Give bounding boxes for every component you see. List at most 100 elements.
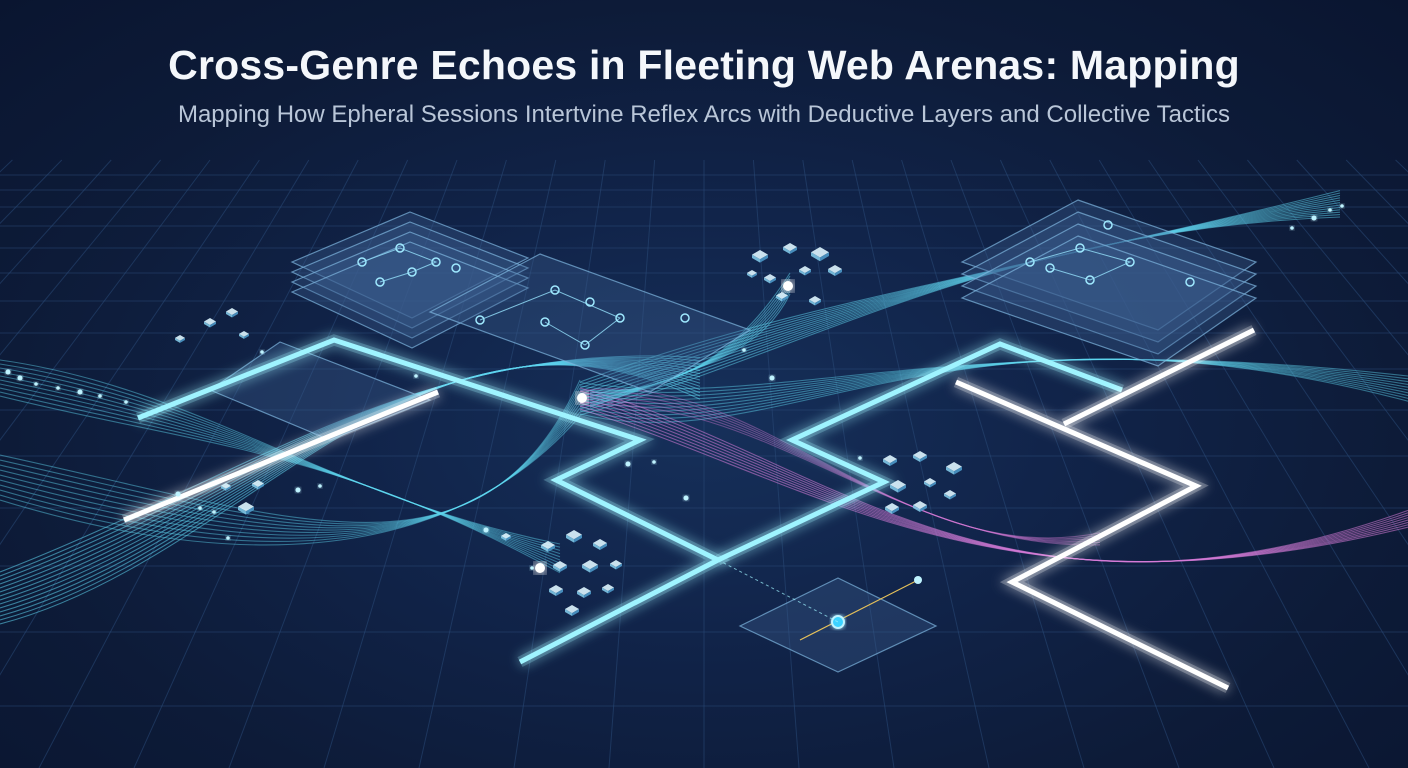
cube-left: [566, 534, 574, 543]
cube-left: [501, 535, 506, 541]
stream-line: [0, 415, 581, 546]
cube-top: [946, 462, 962, 472]
grid-line: [1395, 159, 1408, 173]
stream-line: [589, 272, 791, 392]
stream-line: [579, 358, 1408, 401]
white-path-left: [123, 389, 439, 523]
cube-right: [226, 485, 231, 491]
particle-dot: [226, 536, 230, 540]
stream-line: [579, 387, 1408, 563]
cube-right: [244, 333, 249, 339]
cube-right: [760, 254, 768, 263]
circuit-node: [540, 317, 550, 327]
particle-dot: [77, 389, 83, 395]
cube-left: [602, 587, 608, 594]
cube-right: [920, 455, 927, 463]
stack-panel-right: [960, 199, 1258, 331]
stream-line: [579, 393, 1408, 563]
cube-right: [950, 493, 956, 500]
stream-line: [0, 355, 701, 573]
cube-top: [175, 335, 185, 341]
stream-line: [579, 388, 1101, 539]
cube-left: [799, 269, 805, 276]
particle-dot: [5, 369, 11, 375]
cube-top: [577, 587, 591, 596]
cube: [764, 274, 776, 284]
white-path-branch: [1062, 327, 1256, 427]
stream-line: [0, 357, 701, 577]
grid-line: [1049, 159, 1370, 768]
signal-line: [799, 579, 919, 641]
stream-line: [579, 358, 1408, 423]
cube-right: [246, 506, 254, 515]
cube-left: [811, 252, 820, 262]
cube-left: [549, 589, 556, 597]
stream-line: [579, 358, 1408, 397]
cube-left: [752, 254, 760, 263]
cube-left: [239, 333, 244, 339]
stream-line: [579, 358, 1408, 393]
glow-path-main: [137, 337, 724, 665]
stream-line: [579, 358, 1408, 416]
cube: [809, 296, 821, 306]
particle-dot: [175, 491, 181, 497]
stream-line: [589, 290, 791, 406]
signal-endpoint: [914, 576, 922, 584]
circuit-node: [1085, 275, 1095, 285]
circuit-trace: [479, 289, 621, 346]
hub-spark: [577, 393, 587, 403]
stream-line: [0, 403, 581, 536]
cube-top: [239, 331, 249, 337]
particle-dot: [769, 375, 775, 381]
stream-line: [0, 363, 561, 548]
stream-line: [579, 216, 1341, 416]
circuit-node: [395, 243, 405, 253]
stream-line: [0, 407, 581, 539]
cube-left: [747, 272, 752, 278]
cube: [593, 539, 607, 551]
cube: [204, 318, 216, 328]
cube-right: [590, 564, 598, 573]
stream-line: [579, 358, 1408, 405]
cube-left: [944, 493, 950, 500]
cube-right: [835, 269, 842, 277]
cube-right: [805, 269, 811, 276]
circuit-node: [1125, 257, 1135, 267]
circuit-node: [585, 297, 595, 307]
hub-spark: [783, 281, 793, 291]
page-title: Cross-Genre Echoes in Fleeting Web Arena…: [168, 42, 1240, 88]
cube-right: [782, 295, 788, 302]
cube-top: [747, 270, 757, 276]
particle-dot: [742, 348, 746, 352]
grid-line: [950, 159, 1180, 768]
cube: [885, 503, 899, 515]
cube-top: [890, 480, 906, 490]
grid-line: [1247, 159, 1408, 356]
grid-line: [418, 159, 557, 768]
cube-left: [809, 299, 815, 306]
grid-line: [1345, 159, 1408, 225]
stream-line: [579, 358, 1408, 390]
stream-line: [0, 395, 581, 531]
cube-left: [610, 563, 616, 570]
stream-line: [0, 358, 701, 581]
particle-dots: [5, 204, 1344, 573]
glowing-paths: [121, 325, 1257, 693]
cube: [541, 541, 555, 553]
cube-right: [930, 481, 936, 488]
cube-left: [226, 311, 232, 318]
cube-right: [920, 505, 927, 513]
cube-left: [582, 564, 590, 573]
cube-top: [593, 539, 607, 548]
cube-top: [602, 584, 614, 591]
circuit-node: [1103, 220, 1113, 230]
stack-panel-left: [290, 231, 530, 339]
cube: [883, 455, 897, 467]
particle-dot: [260, 350, 264, 354]
cube-right: [608, 587, 614, 594]
cube-left: [565, 609, 572, 617]
particle-dot: [414, 374, 418, 378]
cube-right: [232, 311, 238, 318]
particle-dot: [34, 382, 38, 386]
